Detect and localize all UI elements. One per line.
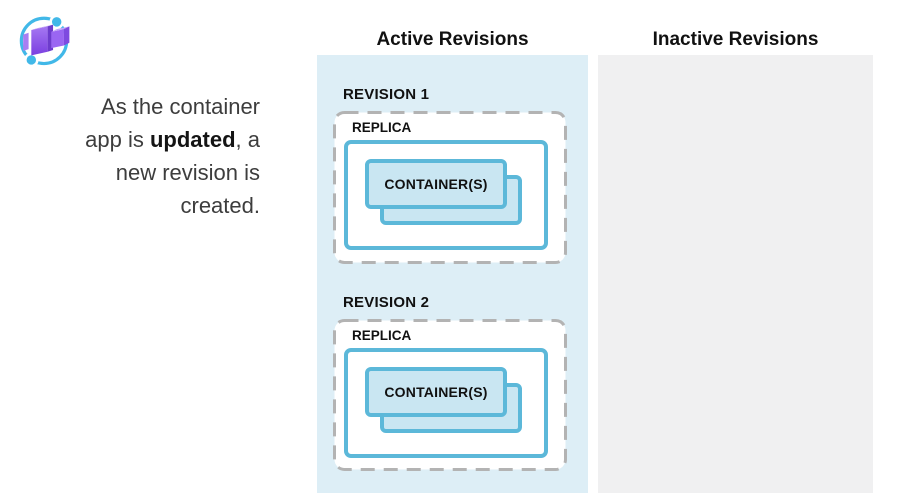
revision-2-container-stack: CONTAINER(S) (365, 367, 525, 437)
revision-2-box: REVISION 2 REPLICA CONTAINER(S) (333, 294, 567, 471)
revision-2-replica-label: REPLICA (352, 328, 412, 343)
revision-1-label: REVISION 1 (343, 86, 430, 103)
active-revisions-header: Active Revisions (376, 29, 529, 50)
intro-caption: As the container app is updated, a new r… (36, 90, 260, 222)
active-revisions-panel: REVISION 1 REPLICA CONTAINER(S) REVISION… (317, 55, 588, 493)
revision-2-container-front: CONTAINER(S) (365, 367, 507, 417)
revision-1-box: REVISION 1 REPLICA CONTAINER(S) (333, 86, 567, 264)
revision-2-label: REVISION 2 (343, 294, 430, 311)
revision-1-container-front: CONTAINER(S) (365, 159, 507, 209)
revision-2-replica-box: CONTAINER(S) (344, 348, 548, 458)
inactive-revisions-header: Inactive Revisions (652, 29, 819, 50)
intro-text-bold: updated (149, 127, 236, 152)
container-apps-logo-icon (19, 14, 70, 68)
intro-text-before: As the container app is (85, 94, 260, 152)
revision-1-container-stack: CONTAINER(S) (365, 159, 525, 229)
inactive-revisions-panel (598, 55, 873, 493)
revision-1-replica-label: REPLICA (352, 120, 412, 135)
revision-1-replica-box: CONTAINER(S) (344, 140, 548, 250)
intro-text-after: , a new revision is created. (115, 127, 260, 218)
